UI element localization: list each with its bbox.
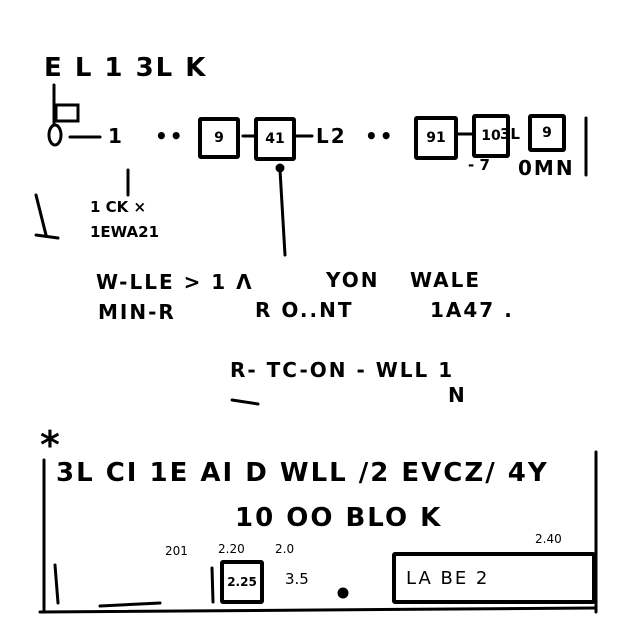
start-number: 1 bbox=[108, 124, 124, 148]
tick-label: 201 bbox=[165, 544, 188, 558]
node-box[interactable]: 9 bbox=[198, 117, 240, 159]
between-label: 3L bbox=[500, 125, 520, 143]
diagram-title: E L 1 3L K bbox=[44, 53, 208, 83]
start-node bbox=[47, 123, 63, 147]
middle-text: R O..NT bbox=[255, 298, 354, 322]
left-note: 1EWA21 bbox=[90, 223, 160, 241]
panel-bottom-border bbox=[38, 606, 598, 614]
tick-label: 2.0 bbox=[275, 542, 295, 556]
node-box[interactable]: 91 bbox=[414, 116, 458, 160]
dash-label: - 7 bbox=[468, 156, 490, 174]
panel-subheading: 10 OO BLO K bbox=[235, 503, 443, 533]
pointer-line bbox=[278, 168, 287, 257]
selected-value-box[interactable]: 2.25 bbox=[220, 560, 264, 604]
left-note: 1 CK × bbox=[90, 198, 147, 216]
middle-text: 1A47 . bbox=[430, 298, 514, 322]
ellipsis: •• bbox=[155, 124, 185, 148]
flag-icon bbox=[54, 103, 80, 123]
node-box[interactable]: 10 bbox=[472, 114, 510, 158]
middle-text: N bbox=[448, 383, 467, 407]
middle-text: R- TC-ON - WLL 1 bbox=[230, 358, 455, 382]
end-label: 0MN bbox=[518, 156, 575, 180]
next-value: 3.5 bbox=[285, 570, 309, 588]
tick-label: 2.40 bbox=[535, 532, 562, 546]
node-box-selected[interactable]: 41 bbox=[254, 117, 296, 161]
panel-heading: 3L CI 1E AI D WLL /2 EVCZ/ 4Y bbox=[56, 458, 549, 488]
asterisk-icon: * bbox=[40, 423, 60, 467]
label-field[interactable]: LA BE 2 bbox=[392, 552, 596, 604]
middle-text: W-LLE > 1 Λ bbox=[96, 270, 254, 294]
mid-label: L2 bbox=[316, 124, 347, 148]
node-box[interactable]: 9 bbox=[528, 114, 566, 152]
middle-text: YON bbox=[326, 268, 380, 292]
middle-text: WALE bbox=[410, 268, 482, 292]
ellipsis-2: •• bbox=[365, 124, 395, 148]
middle-text: MIN-R bbox=[98, 300, 176, 324]
tick-label: 2.20 bbox=[218, 542, 245, 556]
